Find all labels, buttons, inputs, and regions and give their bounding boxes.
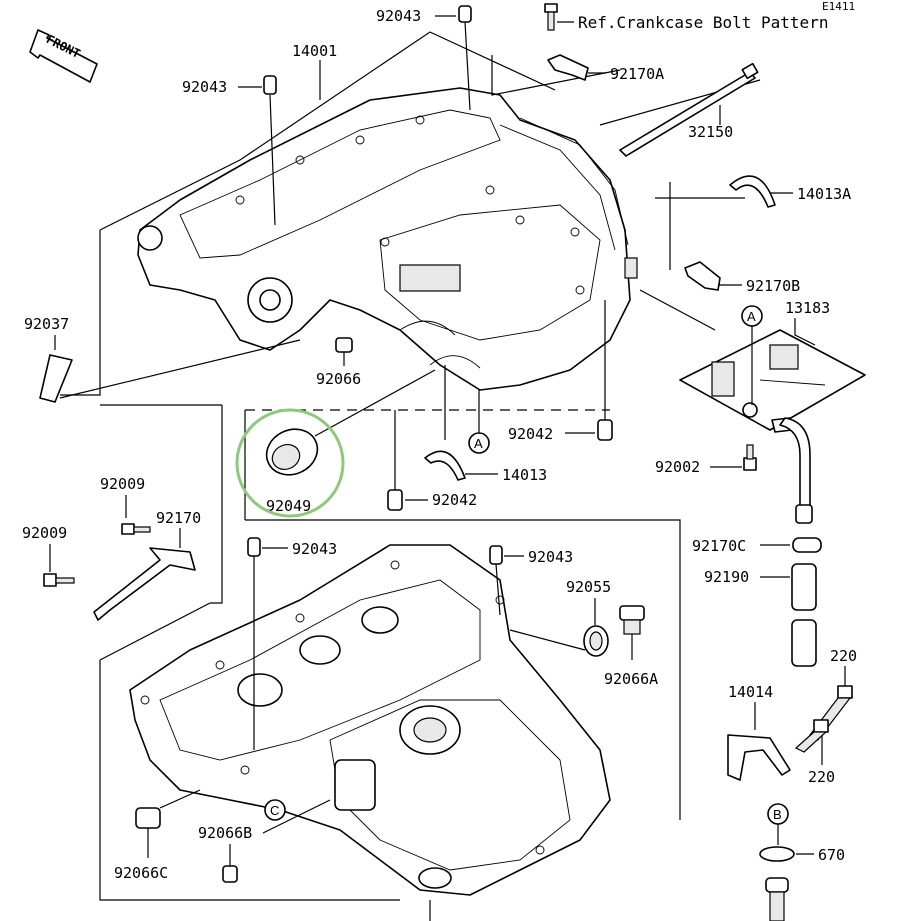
svg-text:C: C (270, 803, 279, 818)
label-92002: 92002 (655, 458, 700, 476)
bolt-icon (743, 444, 757, 471)
highlight-circle (235, 408, 345, 518)
bearing-half-icon (424, 450, 466, 481)
label-13183: 13183 (785, 299, 830, 317)
label-92049: 92049 (266, 497, 311, 515)
dowel-pin-icon (387, 489, 403, 511)
dowel-pin-icon (458, 5, 472, 23)
upper-crankcase-half (137, 87, 638, 391)
label-92043-top: 92043 (376, 7, 421, 25)
label-32150: 32150 (688, 123, 733, 141)
fitting-icon (765, 877, 789, 921)
ref-note: Ref.Crankcase Bolt Pattern (578, 13, 828, 32)
clamp-icon (547, 54, 589, 81)
lower-crankcase-half (129, 544, 611, 896)
shift-lever-icon (727, 734, 791, 781)
label-92066B: 92066B (198, 824, 252, 842)
callout-c (264, 799, 286, 821)
dowel-pin-icon (335, 337, 353, 353)
crankcase-bolt-icon (544, 3, 574, 31)
label-220-bottom: 220 (808, 768, 835, 786)
label-92170C: 92170C (692, 537, 746, 555)
oil-seal-icon (265, 428, 319, 476)
label-92170: 92170 (156, 509, 201, 527)
label-14013A: 14013A (797, 185, 851, 203)
plug-icon (135, 807, 161, 829)
breather-cover-icon (39, 354, 73, 403)
o-ring-icon (759, 846, 795, 862)
shaft-icon (619, 62, 759, 157)
oil-pipe-icon (779, 417, 811, 511)
label-14001: 14001 (292, 42, 337, 60)
plug-icon (619, 605, 645, 635)
dowel-pin-icon (222, 865, 238, 883)
label-92009-left: 92009 (22, 524, 67, 542)
label-14014: 14014 (728, 683, 773, 701)
label-14013: 14013 (502, 466, 547, 484)
label-92066C: 92066C (114, 864, 168, 882)
bolt-icon (794, 719, 829, 753)
svg-text:A: A (474, 436, 483, 451)
dowel-pin-icon (263, 75, 277, 95)
label-670: 670 (818, 846, 845, 864)
label-92043-lower-right: 92043 (528, 548, 573, 566)
svg-text:A: A (747, 309, 756, 324)
label-92066A: 92066A (604, 670, 658, 688)
bracket-icon (93, 547, 196, 621)
label-220-top: 220 (830, 647, 857, 665)
hose-icon (791, 563, 817, 611)
dowel-pin-icon (489, 545, 503, 565)
oil-baffle-plate (679, 329, 866, 433)
label-92042-mid: 92042 (432, 491, 477, 509)
label-92170B: 92170B (746, 277, 800, 295)
front-arrow-icon: FRONT (29, 29, 98, 83)
dowel-pin-icon (247, 537, 261, 557)
label-92042-right: 92042 (508, 425, 553, 443)
label-92009-top: 92009 (100, 475, 145, 493)
label-92190: 92190 (704, 568, 749, 586)
label-92055: 92055 (566, 578, 611, 596)
clamp-icon (684, 261, 721, 291)
label-92170A: 92170A (610, 65, 664, 83)
label-92037: 92037 (24, 315, 69, 333)
diagram-code: E1411 (822, 0, 855, 13)
hose-clamp-icon (792, 537, 822, 553)
bolt-icon (43, 573, 75, 587)
bolt-icon (121, 523, 151, 535)
label-92066: 92066 (316, 370, 361, 388)
bearing-half-icon (729, 175, 776, 208)
label-92043-lower-left: 92043 (292, 540, 337, 558)
dowel-pin-icon (597, 419, 613, 441)
label-92043-left: 92043 (182, 78, 227, 96)
svg-text:B: B (773, 807, 782, 822)
